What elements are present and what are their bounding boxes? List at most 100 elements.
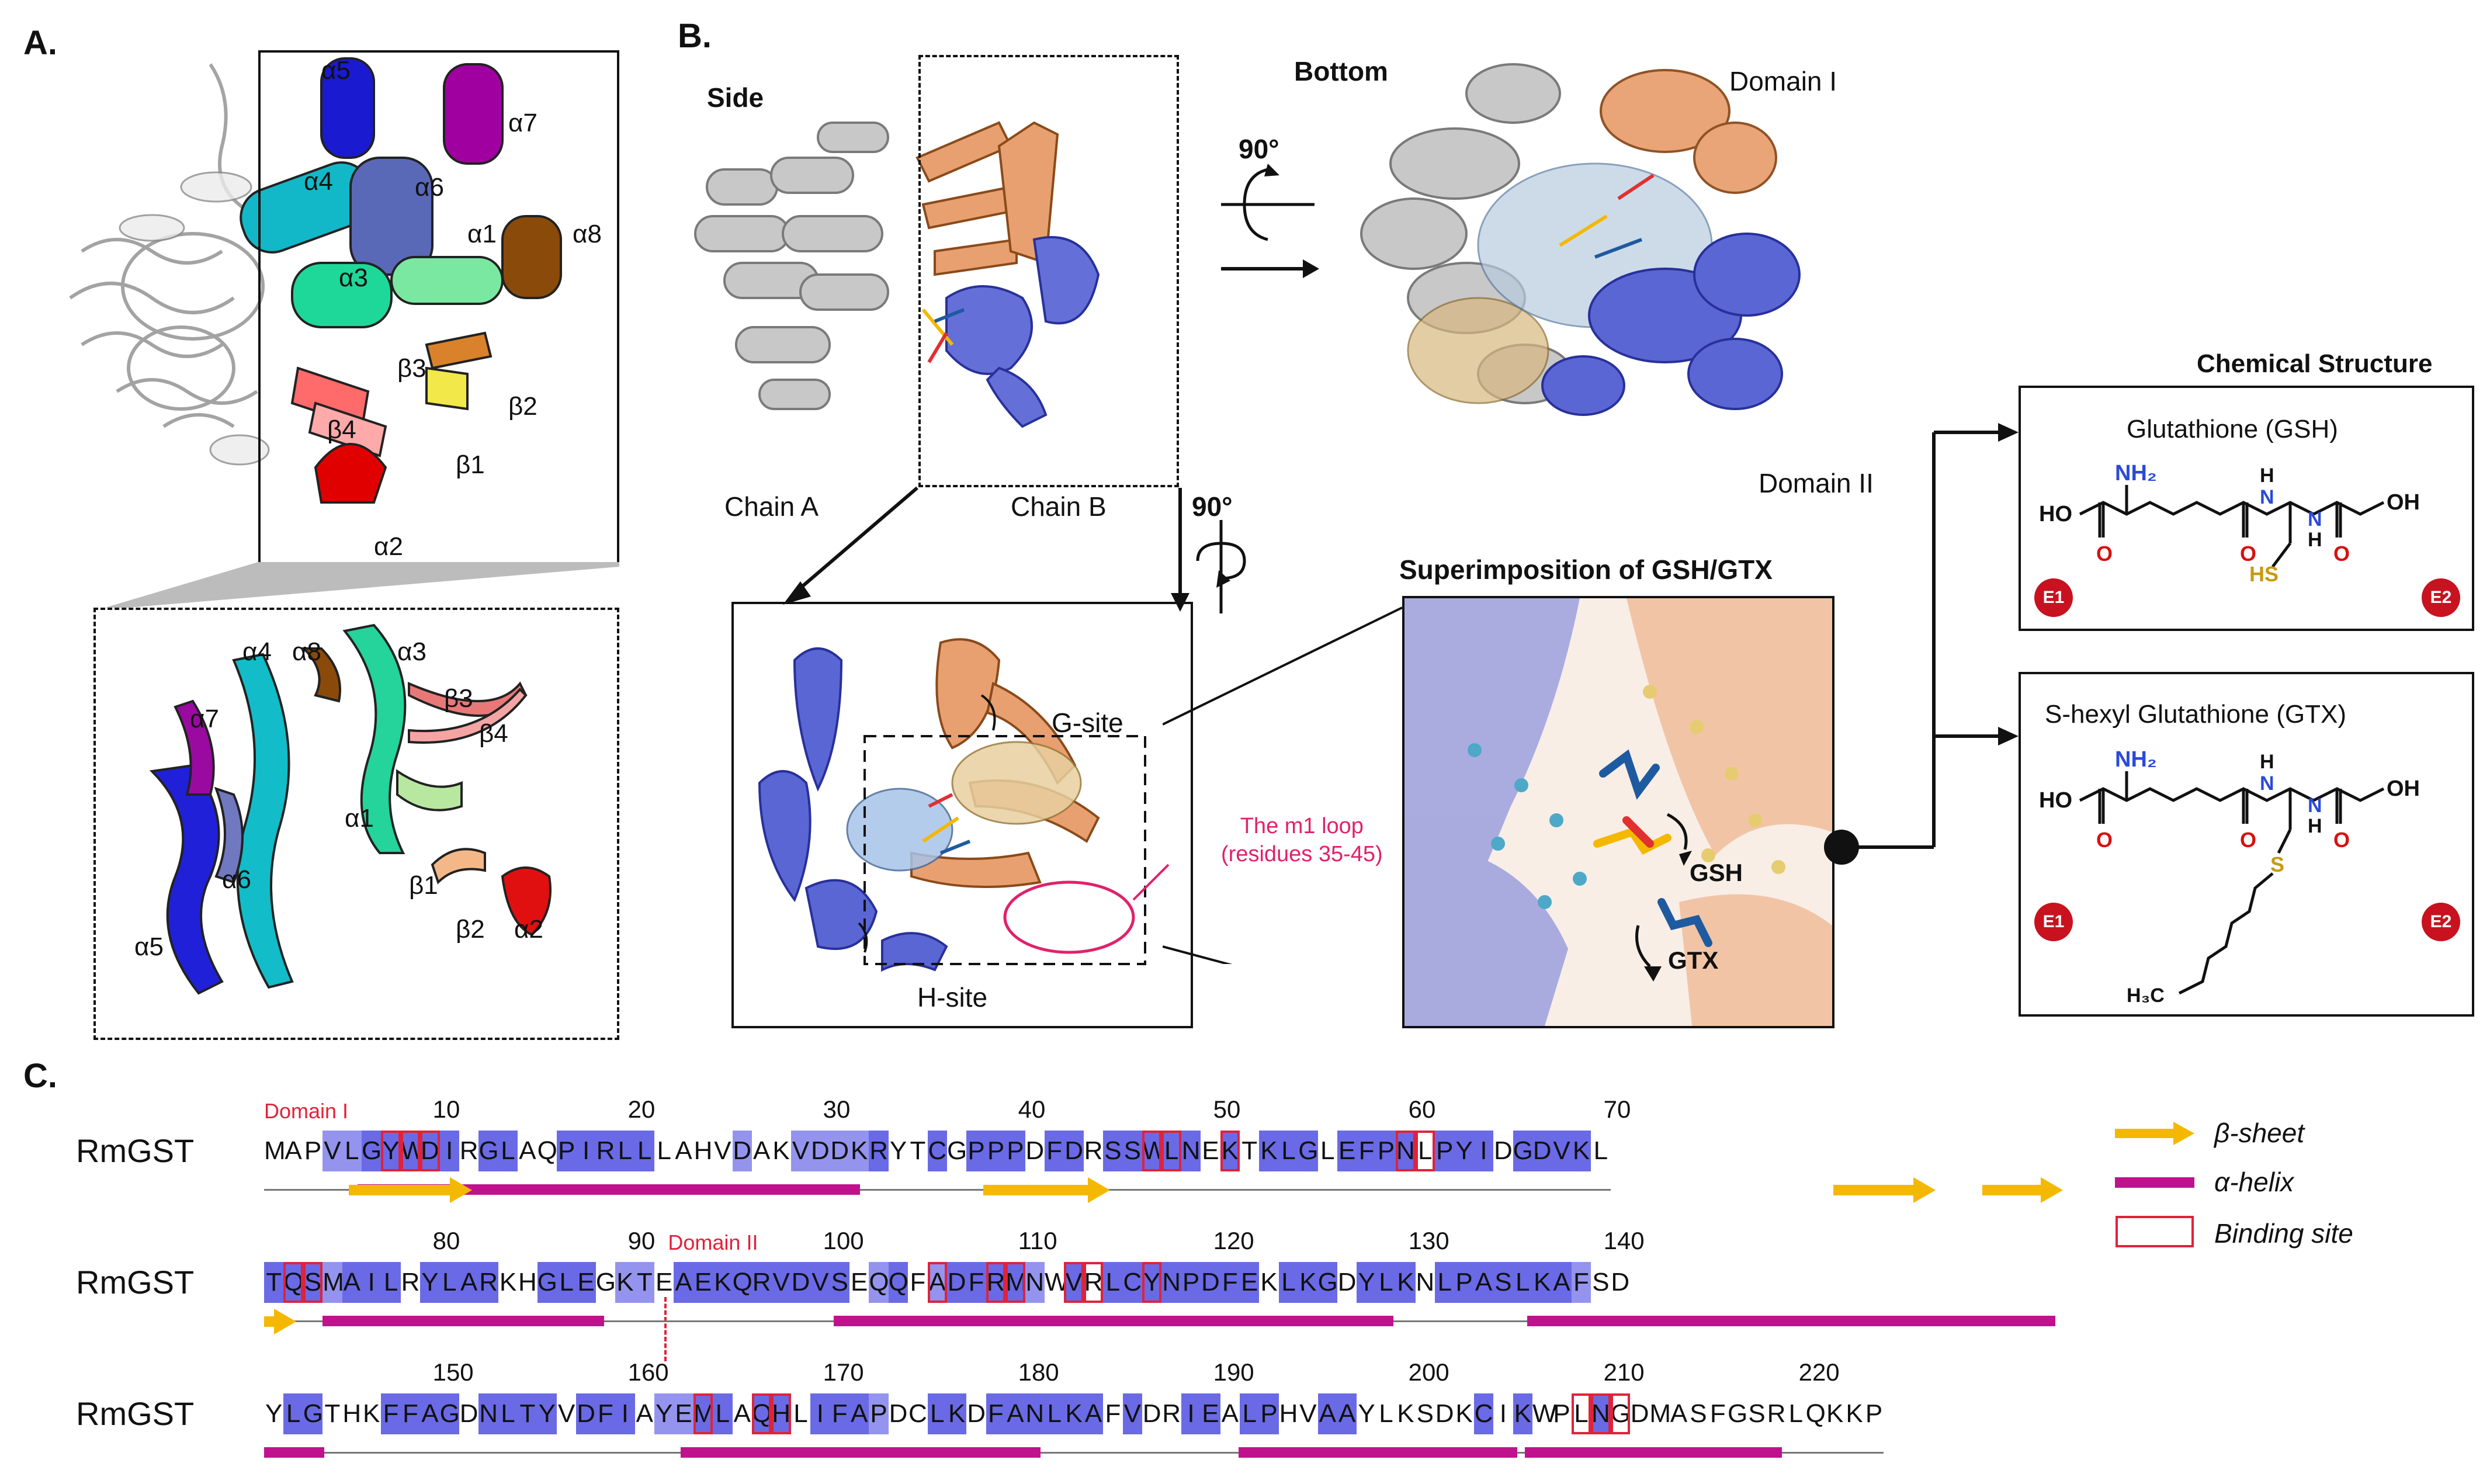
- sequence-position-label: 60: [1408, 1095, 1436, 1123]
- residue: L: [1103, 1262, 1123, 1303]
- sequence-name: RmGST: [76, 1395, 195, 1432]
- residue: V: [771, 1262, 791, 1303]
- residue: K: [772, 1136, 790, 1165]
- residue: V: [714, 1136, 731, 1165]
- residue: L: [283, 1393, 303, 1434]
- sequence-position-label: 10: [432, 1095, 460, 1123]
- svg-text:β3: β3: [444, 684, 473, 713]
- rotation-label-1: 90°: [1239, 134, 1279, 164]
- residue: P: [1259, 1393, 1279, 1434]
- residue: D: [576, 1393, 596, 1434]
- residue: Y: [1357, 1262, 1376, 1303]
- residue: V: [790, 1131, 811, 1171]
- residue: P: [557, 1131, 577, 1171]
- residue: P: [1865, 1399, 1883, 1428]
- residue: Q: [732, 1262, 752, 1303]
- svg-text:α5: α5: [134, 932, 164, 961]
- residue: N: [1181, 1131, 1201, 1171]
- svg-text:α7: α7: [508, 109, 537, 137]
- legend-beta-label: β-sheet: [2214, 1118, 2305, 1148]
- residue: L: [1320, 1136, 1335, 1165]
- residue: L: [713, 1393, 733, 1434]
- chain-a-label: Chain A: [724, 491, 819, 522]
- residue: A: [1221, 1399, 1239, 1428]
- residue: V: [1122, 1393, 1142, 1434]
- residue: D: [1611, 1268, 1630, 1296]
- residue: G: [439, 1393, 460, 1434]
- residue: F: [1045, 1131, 1064, 1171]
- residue: K: [1064, 1393, 1084, 1434]
- sequence-position-label: 160: [627, 1358, 669, 1386]
- residue: Y: [1358, 1399, 1375, 1428]
- residue: L: [1513, 1262, 1532, 1303]
- svg-text:N: N: [2260, 772, 2274, 795]
- connector-arrows: [783, 486, 1189, 612]
- residue: L: [1571, 1393, 1591, 1434]
- residue: C: [908, 1399, 927, 1428]
- label-a5: α5: [321, 56, 351, 85]
- residue: D: [1493, 1136, 1513, 1165]
- m1-loop-residues: (residues 35-45): [1221, 842, 1383, 866]
- beta-sheet-arrow-icon: [264, 1309, 296, 1334]
- svg-text:α1: α1: [467, 220, 497, 248]
- residue: D: [1532, 1131, 1552, 1171]
- residue: L: [1161, 1131, 1181, 1171]
- residue: E: [656, 1268, 673, 1296]
- residue: I: [439, 1131, 459, 1171]
- secondary-structure-baseline: [264, 1452, 1884, 1454]
- side-view-chain-b-box: [918, 55, 1179, 487]
- residue: L: [498, 1131, 518, 1171]
- residue: Y: [1454, 1131, 1474, 1171]
- svg-text:NH₂: NH₂: [2115, 461, 2157, 486]
- residue: I: [615, 1393, 635, 1434]
- residue: Y: [420, 1262, 440, 1303]
- residue: F: [910, 1268, 926, 1296]
- residue: G: [303, 1393, 323, 1434]
- residue: R: [1084, 1136, 1103, 1165]
- residue: D: [1142, 1399, 1161, 1428]
- residue: S: [830, 1262, 849, 1303]
- bottom-view-label: Bottom: [1294, 56, 1388, 86]
- rotation-arrow-1-icon: [1221, 164, 1319, 278]
- svg-text:H: H: [2308, 815, 2322, 837]
- rotation-arrow-2-icon: [1196, 520, 1246, 613]
- sequence-legend: β-sheet α-helix Binding site: [2115, 1110, 2442, 1262]
- gtx-badge-e1: E1: [2034, 903, 2073, 941]
- residue: A: [519, 1136, 536, 1165]
- residue: A: [636, 1399, 653, 1428]
- residue: Y: [265, 1399, 283, 1428]
- residue: K: [1298, 1262, 1318, 1303]
- residue: D: [947, 1262, 967, 1303]
- alpha-helix-bar: [834, 1316, 1393, 1326]
- panel-b-letter: B.: [678, 17, 712, 55]
- residue: L: [557, 1262, 577, 1303]
- svg-text:α7: α7: [190, 705, 219, 733]
- residue: N: [1025, 1393, 1045, 1434]
- sequence-position-label: 220: [1798, 1358, 1840, 1386]
- residue: R: [1162, 1399, 1181, 1428]
- panel-a-detail-structure: α4 α8 α3 α7 β3 β4 α1 α6 β1 β2 α2 α5: [134, 623, 552, 995]
- domain-marker-label: Domain II: [668, 1230, 758, 1254]
- residue: L: [1376, 1262, 1396, 1303]
- gsh-box: [2019, 386, 2474, 631]
- residue: R: [401, 1268, 420, 1296]
- residue: Y: [537, 1393, 557, 1434]
- residue: S: [1103, 1131, 1123, 1171]
- residue: I: [576, 1131, 596, 1171]
- svg-text:α3: α3: [397, 637, 426, 666]
- residue: L: [498, 1393, 518, 1434]
- domain-ii-label: Domain II: [1759, 468, 1874, 498]
- residue: Q: [537, 1136, 557, 1165]
- sequence-position-label: 50: [1213, 1095, 1241, 1123]
- residue: H: [771, 1393, 791, 1434]
- residue: F: [1709, 1399, 1726, 1428]
- residue: K: [1846, 1399, 1863, 1428]
- residue: A: [674, 1262, 693, 1303]
- secondary-structure-baseline: [264, 1189, 1611, 1191]
- residue: A: [927, 1262, 947, 1303]
- legend-beta-arrow-icon: [2115, 1122, 2194, 1145]
- residue: L: [1415, 1131, 1435, 1171]
- residue: R: [1767, 1399, 1786, 1428]
- residue: H: [342, 1399, 362, 1428]
- residue: L: [1593, 1136, 1608, 1165]
